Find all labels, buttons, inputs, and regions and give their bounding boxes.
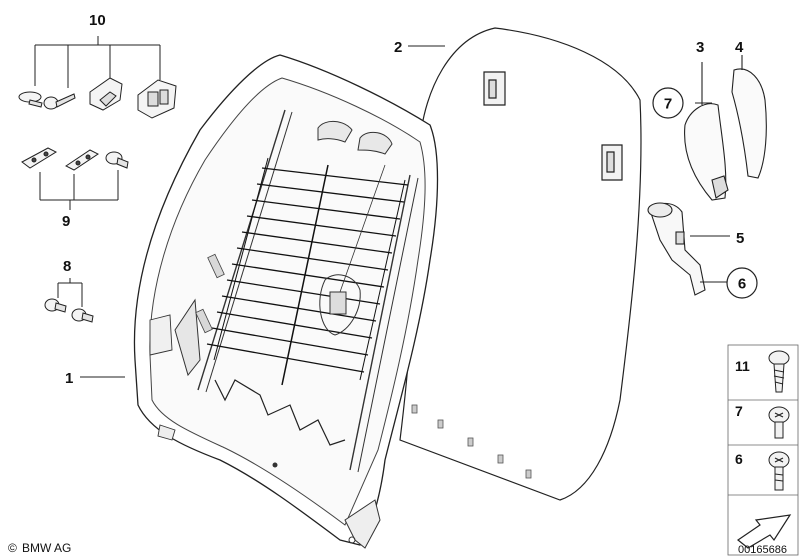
leader-lines xyxy=(80,45,712,378)
callout-10: 10 xyxy=(89,12,106,29)
callout-4: 4 xyxy=(735,39,744,56)
copyright-symbol: © xyxy=(8,541,17,555)
part-3-cover xyxy=(684,62,729,201)
callout-9: 9 xyxy=(62,213,70,230)
arrow-icon xyxy=(736,514,792,549)
callout-7: 7 xyxy=(664,96,672,113)
part-4-cover xyxy=(731,55,767,179)
callout-5: 5 xyxy=(736,230,744,247)
callout-1: 1 xyxy=(65,370,73,387)
fastener-legend: 11 7 6 xyxy=(727,344,799,556)
part-5-cable-guide xyxy=(647,202,730,296)
callout-8: 8 xyxy=(63,258,71,275)
legend-row-label-11: 11 xyxy=(735,358,750,374)
torx-screw-icon xyxy=(768,406,790,439)
legend-row-label-6: 6 xyxy=(735,451,743,467)
torx-bolt-icon xyxy=(768,451,790,491)
callout-6: 6 xyxy=(738,276,746,293)
callout-2: 2 xyxy=(394,39,402,56)
part-9-brackets xyxy=(21,147,129,210)
document-number: 00165686 xyxy=(738,544,787,556)
backrest-frame xyxy=(133,54,439,549)
rear-backrest-panel xyxy=(399,27,642,501)
expansion-rivet-icon xyxy=(768,350,790,393)
legend-row-label-7: 7 xyxy=(735,403,743,419)
callout-3: 3 xyxy=(696,39,704,56)
callout-7-circle: 7 xyxy=(652,87,684,119)
part-8-bolts xyxy=(44,278,94,323)
part-10-fasteners xyxy=(18,36,177,119)
callout-6-circle: 6 xyxy=(726,267,758,299)
brand-name: BMW AG xyxy=(22,541,71,555)
wire-spring-mat xyxy=(206,157,409,386)
